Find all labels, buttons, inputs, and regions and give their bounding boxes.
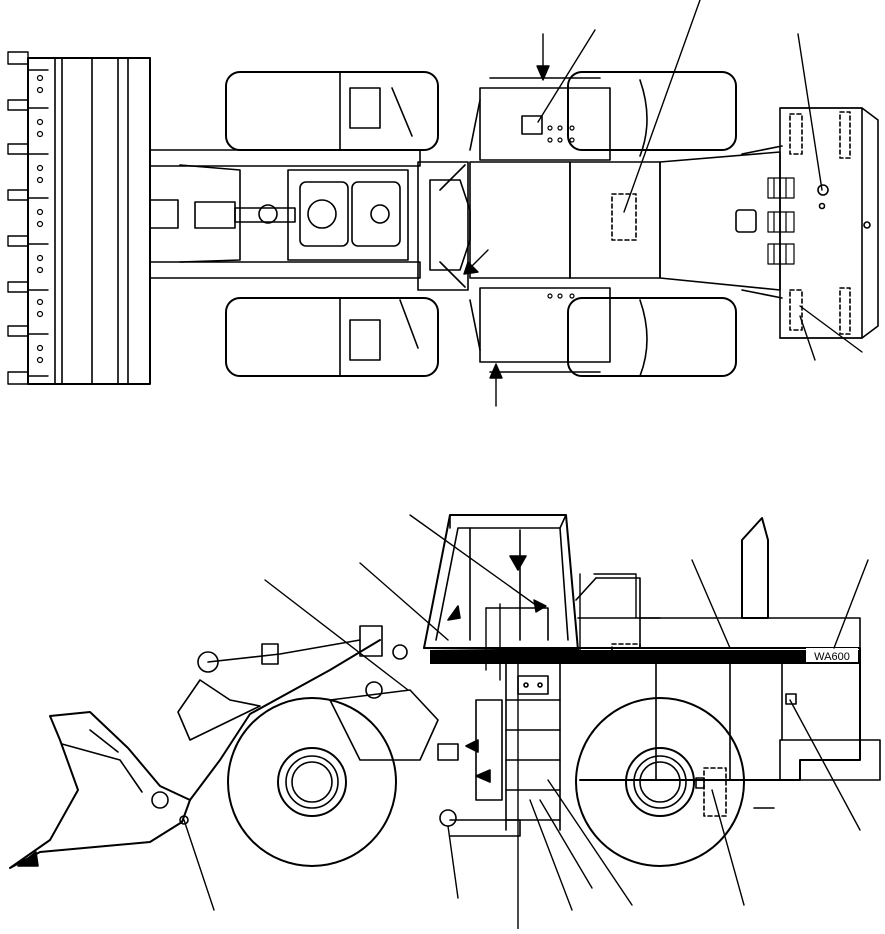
- bucket-top: [7, 51, 151, 385]
- bucket-teeth: [7, 51, 49, 385]
- leader-line-rear-label: [797, 33, 823, 191]
- leader-line-rear-lower: [789, 699, 861, 831]
- front-tires-top: [225, 71, 439, 377]
- leader-line-cab-upper: [409, 514, 541, 609]
- leader-line-linkage: [264, 579, 409, 691]
- platforms-top: [469, 77, 611, 373]
- leader-line-cab-label: [537, 29, 596, 123]
- leader-line-bucket: [183, 819, 215, 911]
- rear-body-top: [611, 107, 879, 339]
- bucket-bolts: [36, 74, 44, 364]
- lift-arms-top: [149, 149, 421, 279]
- leader-line-ladder-a: [547, 779, 633, 906]
- leader-line-ladder-c: [529, 799, 573, 911]
- leader-line-step: [447, 825, 459, 899]
- top-view-leader-lines: [463, 0, 863, 407]
- exhaust-stack: [741, 517, 769, 619]
- leader-line-hood: [691, 559, 731, 649]
- handrails-side: [485, 573, 637, 681]
- body-stripe: [430, 650, 860, 664]
- leader-line-rear-left: [799, 315, 816, 361]
- leader-line-cab-door: [359, 562, 449, 641]
- side-view-leader-lines: [183, 514, 869, 930]
- engine-grilles-top: [767, 177, 795, 265]
- body-side: WA600: [423, 577, 881, 817]
- lift-linkage-side: [177, 625, 439, 801]
- side-view: WA600: [9, 514, 881, 930]
- leader-line-fuel: [711, 789, 745, 906]
- bucket-side: [9, 711, 191, 869]
- front-wheel-side: [227, 697, 397, 867]
- leader-line-rear-right: [799, 305, 863, 353]
- center-frame-top: [417, 161, 661, 291]
- leader-line-badge: [833, 559, 869, 649]
- rear-wheel-side: [575, 697, 745, 867]
- ladder-side: [437, 663, 561, 837]
- leader-line-ladder-b: [539, 799, 593, 889]
- leader-line-hood-label: [623, 0, 701, 213]
- model-badge: WA600: [814, 651, 850, 663]
- cab-side: [423, 514, 579, 651]
- rear-tires-top: [567, 71, 737, 377]
- leader-arrow-center: [469, 249, 489, 269]
- top-view: [7, 0, 879, 407]
